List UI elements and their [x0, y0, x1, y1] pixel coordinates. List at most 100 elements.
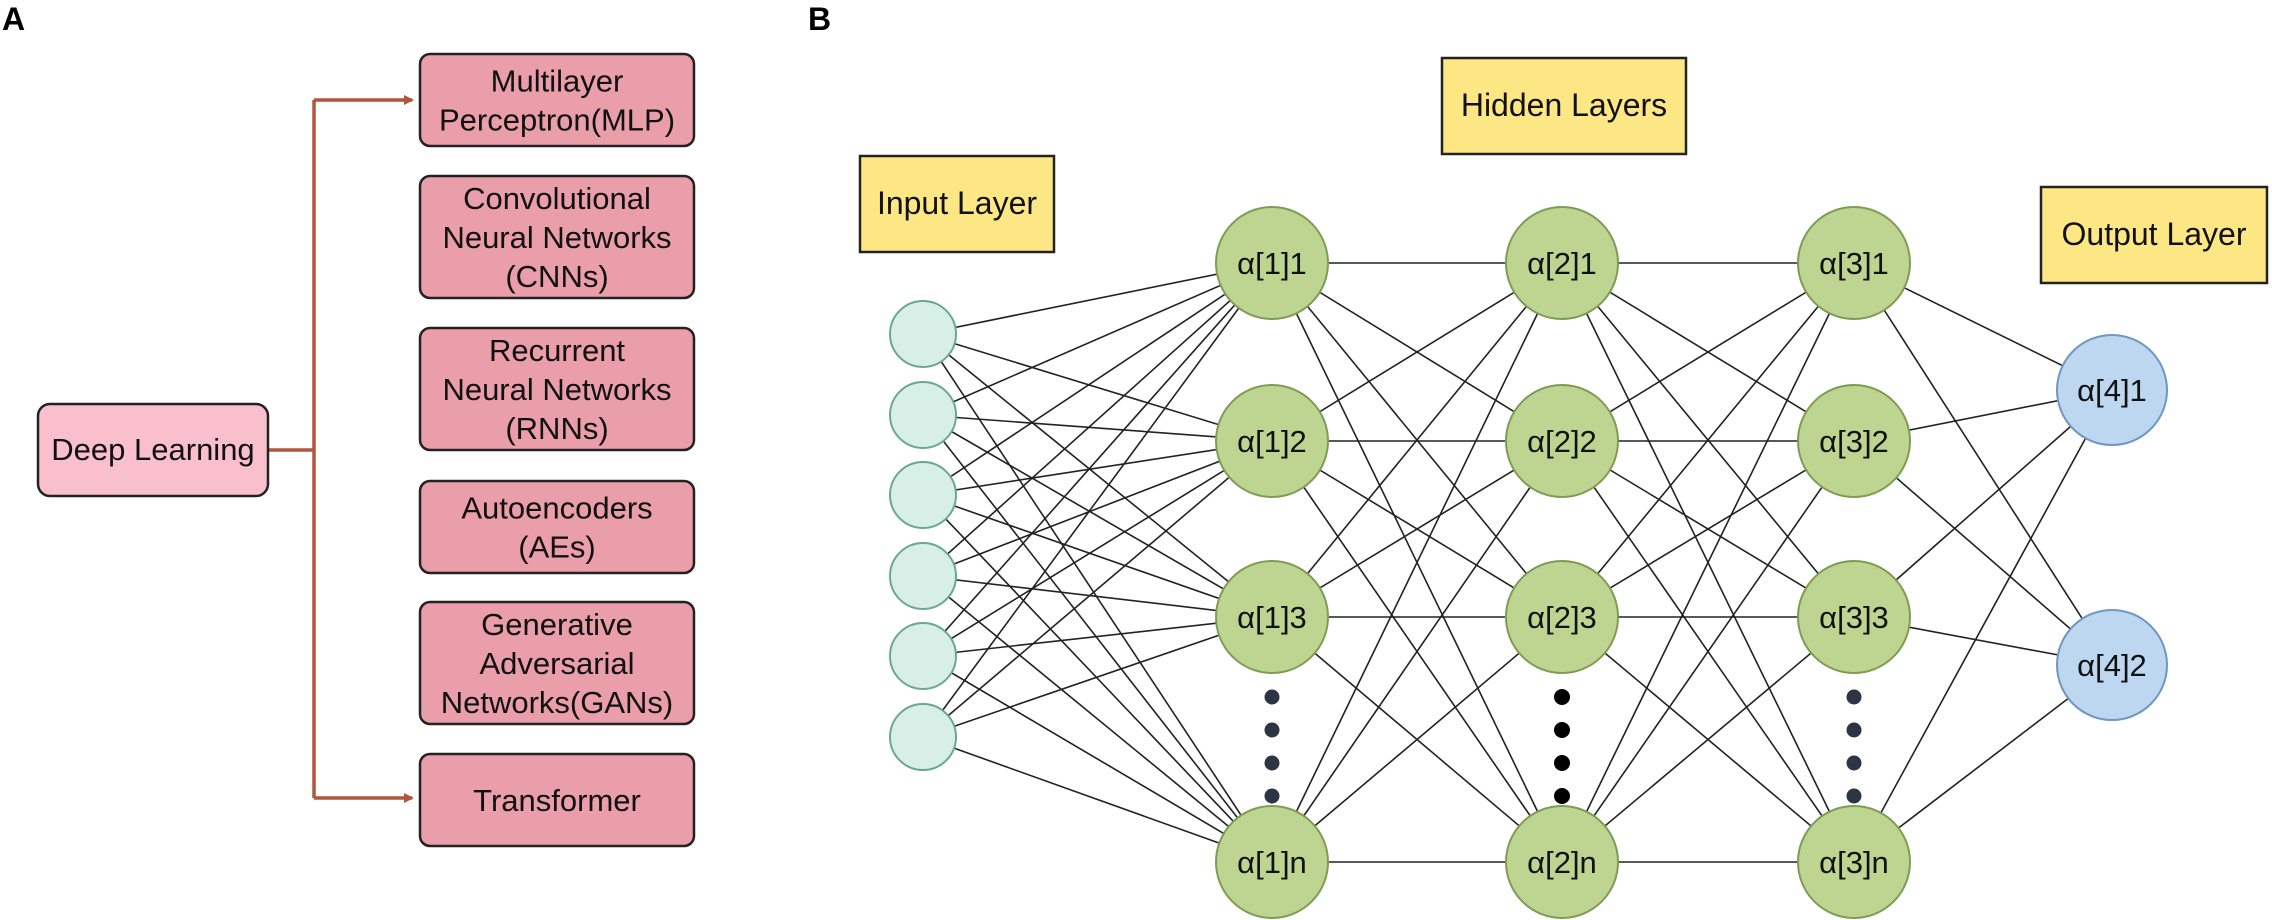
ellipsis-dot: [1264, 755, 1280, 771]
connection-line: [922, 262, 1273, 657]
connection-line: [922, 494, 1273, 863]
ellipsis-dot: [1846, 689, 1862, 705]
ellipsis-dot: [1846, 722, 1862, 738]
hidden-node-label: α[1]3: [1237, 600, 1307, 635]
output-layer-title-box: Output Layer: [2039, 185, 2269, 285]
root-box-deep-learning: Deep Learning: [36, 402, 270, 498]
connection-line: [922, 333, 1273, 863]
root-label: Deep Learning: [51, 432, 254, 467]
hidden-node-label: α[2]2: [1527, 424, 1597, 459]
ellipsis-dot: [1554, 689, 1570, 705]
ellipsis-dot: [1264, 689, 1280, 705]
hidden-node: α[1]2: [1215, 384, 1329, 498]
connection-line: [1271, 440, 1563, 863]
model-type-label: Neural Networks: [442, 220, 671, 255]
model-type-label: Generative: [481, 607, 633, 642]
connection-line: [922, 414, 1273, 442]
hidden-node: α[3]2: [1797, 384, 1911, 498]
model-type-label: Multilayer: [491, 64, 624, 99]
model-type-label: Transformer: [473, 783, 641, 818]
connection-line: [922, 440, 1273, 657]
connection-line: [1853, 389, 2113, 618]
connection-line: [922, 262, 1273, 577]
model-type-label: Recurrent: [489, 333, 625, 368]
output-node: α[4]1: [2056, 334, 2168, 446]
model-type-box: Transformer: [418, 752, 696, 848]
connection-line: [1853, 389, 2113, 863]
model-type-label: Networks(GANs): [441, 685, 674, 720]
connection-line: [922, 616, 1273, 657]
connection-line: [922, 440, 1273, 738]
hidden-node: α[3]n: [1797, 805, 1911, 919]
hidden-node-label: α[3]3: [1819, 600, 1889, 635]
ellipsis-dots: [1264, 689, 1862, 804]
connection-line: [1271, 262, 1563, 618]
hidden-node-label: α[1]n: [1237, 845, 1307, 880]
model-type-label: Autoencoders: [461, 491, 652, 526]
model-type-label: (RNNs): [505, 411, 608, 446]
panel-b-label: B: [808, 1, 831, 37]
connection-line: [922, 575, 1273, 863]
output-node-label: α[4]1: [2077, 373, 2147, 408]
connection-line: [1561, 440, 1855, 863]
ellipsis-dot: [1264, 722, 1280, 738]
connection-line: [922, 440, 1273, 496]
connection-line: [922, 414, 1273, 863]
model-type-label: (CNNs): [505, 259, 608, 294]
hidden-node: α[3]1: [1797, 206, 1911, 320]
input-layer-title-box: Input Layer: [858, 154, 1056, 254]
hidden-node: α[1]1: [1215, 206, 1329, 320]
hidden-node-label: α[2]1: [1527, 246, 1597, 281]
connection-line: [1561, 262, 1855, 618]
input-node: [889, 300, 957, 368]
output-node: α[4]2: [2056, 609, 2168, 721]
connection-line: [1561, 616, 1855, 863]
connection-line: [922, 262, 1273, 738]
hidden-node-label: α[3]2: [1819, 424, 1889, 459]
connection-line: [1271, 616, 1563, 863]
model-type-label: (AEs): [518, 530, 596, 565]
ellipsis-dot: [1554, 722, 1570, 738]
input-node: [889, 622, 957, 690]
hidden-node: α[2]3: [1505, 560, 1619, 674]
hidden-node-label: α[3]n: [1819, 845, 1889, 880]
model-type-label: Neural Networks: [442, 372, 671, 407]
deep-learning-taxonomy: Deep Learning MultilayerPerceptron(MLP)C…: [36, 52, 696, 848]
input-node: [889, 381, 957, 449]
model-type-list: MultilayerPerceptron(MLP)ConvolutionalNe…: [418, 52, 696, 848]
connection-line: [922, 333, 1273, 442]
ellipsis-dot: [1846, 755, 1862, 771]
hidden-node: α[2]2: [1505, 384, 1619, 498]
connection-line: [1561, 262, 1855, 863]
connection-line: [922, 616, 1273, 738]
input-node: [889, 461, 957, 529]
hidden-node-label: α[1]2: [1237, 424, 1307, 459]
connection-line: [922, 262, 1273, 335]
network-nodes: α[1]1α[1]2α[1]3α[1]nα[2]1α[2]2α[2]3α[2]n…: [889, 206, 2168, 919]
panel-a-label: A: [2, 1, 25, 37]
input-layer-title: Input Layer: [877, 185, 1037, 221]
hidden-node: α[2]1: [1505, 206, 1619, 320]
connection-line: [922, 736, 1273, 863]
hidden-node-label: α[2]3: [1527, 600, 1597, 635]
weight-connections: [922, 262, 2113, 863]
connection-line: [922, 575, 1273, 618]
neural-network-diagram: Input Layer Hidden Layers Output Layer α…: [858, 56, 2269, 919]
ellipsis-dot: [1264, 788, 1280, 804]
connection-line: [1271, 262, 1563, 863]
output-layer-title: Output Layer: [2062, 216, 2247, 252]
hidden-node: α[1]3: [1215, 560, 1329, 674]
connection-line: [922, 655, 1273, 863]
input-node: [889, 542, 957, 610]
model-type-label: Adversarial: [479, 646, 634, 681]
hidden-layers-title-box: Hidden Layers: [1440, 56, 1688, 156]
ellipsis-dot: [1554, 755, 1570, 771]
taxonomy-connectors: [268, 95, 414, 803]
connection-line: [1853, 262, 2113, 666]
hidden-node: α[1]n: [1215, 805, 1329, 919]
